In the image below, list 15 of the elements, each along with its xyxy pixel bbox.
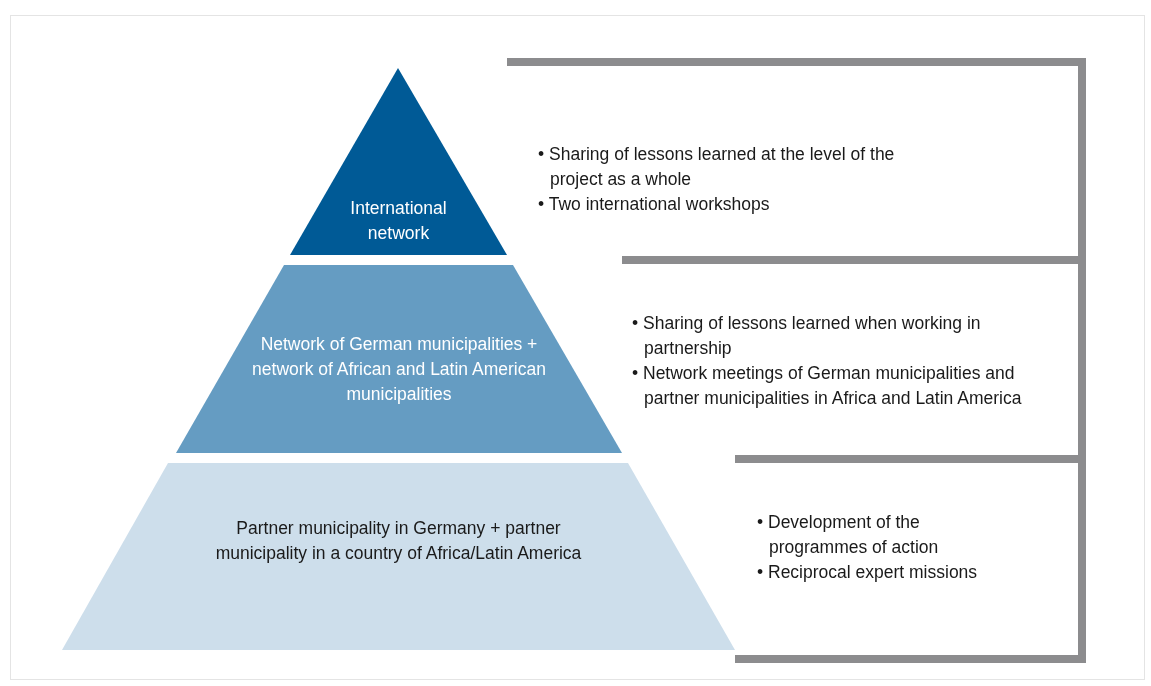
bullet-item: • Development of the programmes of action: [757, 511, 940, 559]
description-panel: [622, 256, 1086, 455]
pyramid-level: [62, 463, 735, 650]
level-label: International network: [349, 197, 448, 245]
level-label: Partner municipality in Germany + partner municipality in a country of Africa/Latin America: [214, 517, 583, 565]
bullet-item: • Network meetings of German municipalities and partner municipalities in Africa and Latin America: [632, 362, 1023, 410]
bullet-item: • Sharing of lessons learned at the level of the project as a whole: [538, 143, 896, 191]
description-panel: [507, 58, 1086, 256]
bullet-item: • Sharing of lessons learned when working in partnership: [632, 312, 982, 360]
bullet-item: • Two international workshops: [538, 193, 771, 216]
level-label: Network of German municipalities + network of African and Latin American municipalities: [251, 333, 547, 406]
pyramid-level: [176, 265, 622, 453]
bullet-item: • Reciprocal expert missions: [757, 561, 979, 584]
description-panel: [735, 455, 1086, 663]
pyramid-level: [290, 68, 507, 255]
